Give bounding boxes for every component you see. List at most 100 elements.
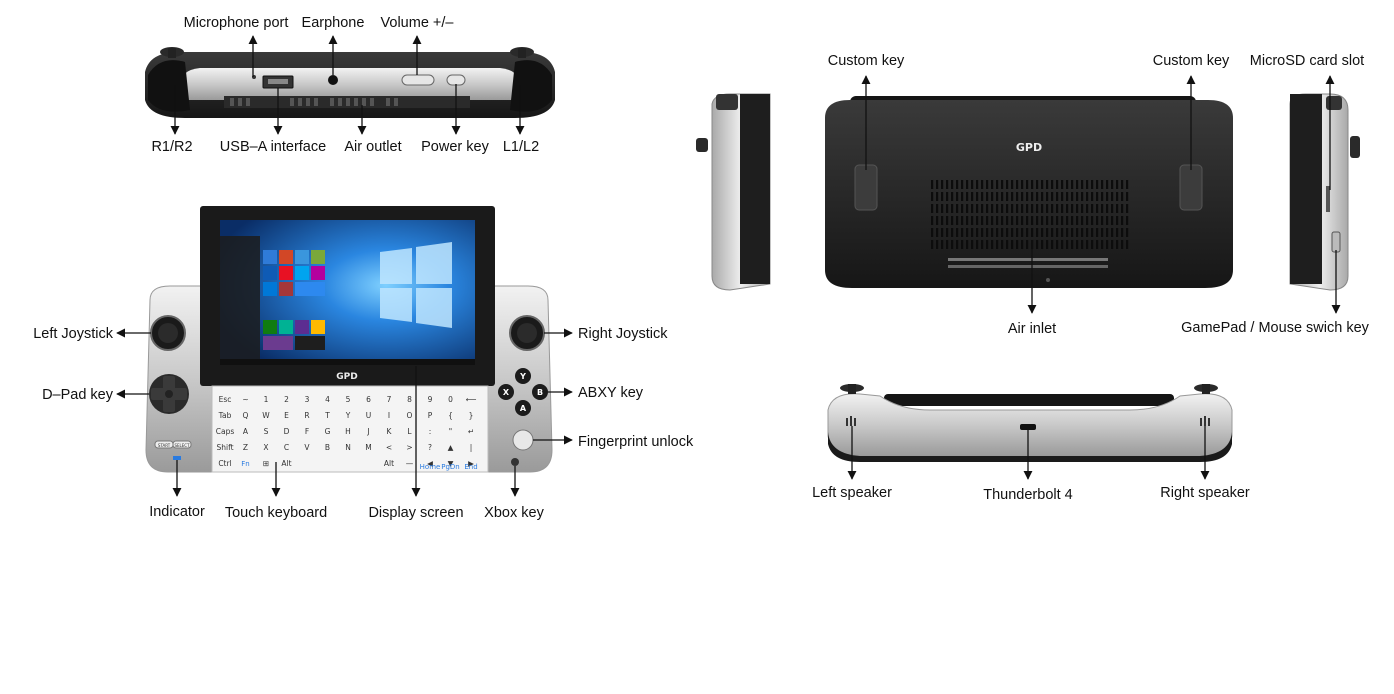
label-fingerprint: Fingerprint unlock bbox=[578, 434, 694, 450]
vent-slot bbox=[1011, 216, 1014, 225]
vent-slot bbox=[1036, 216, 1039, 225]
label-left-joystick: Left Joystick bbox=[33, 326, 114, 342]
vent-slot bbox=[1071, 204, 1074, 213]
vent-slot bbox=[1076, 192, 1079, 201]
vent-slot bbox=[1001, 228, 1004, 237]
label-display-screen: Display screen bbox=[368, 505, 463, 521]
vent-slot bbox=[981, 240, 984, 249]
vent-slot bbox=[1121, 216, 1124, 225]
vent-slot bbox=[946, 180, 949, 189]
keyboard-key: G bbox=[325, 427, 331, 436]
vent-slot bbox=[1036, 240, 1039, 249]
vent-slot bbox=[986, 180, 989, 189]
vent-slot bbox=[1016, 192, 1019, 201]
brand-logo-back: GPD bbox=[1016, 141, 1042, 154]
vent-slot bbox=[1026, 192, 1029, 201]
vent-slot bbox=[966, 192, 969, 201]
vent-slot bbox=[1031, 204, 1034, 213]
vent-slot bbox=[1061, 192, 1064, 201]
vent-slot bbox=[1056, 240, 1059, 249]
keyboard-key: Q bbox=[243, 411, 249, 420]
vent-slot bbox=[1066, 228, 1069, 237]
vent-slot bbox=[1011, 228, 1014, 237]
vent-slot bbox=[1101, 180, 1104, 189]
vent-slot bbox=[1056, 228, 1059, 237]
vent-slot bbox=[1011, 180, 1014, 189]
vent-slot bbox=[1071, 240, 1074, 249]
vent-slot bbox=[1101, 192, 1104, 201]
vent-slot bbox=[936, 240, 939, 249]
vent-slot bbox=[966, 180, 969, 189]
vent-slot bbox=[941, 192, 944, 201]
label-microsd: MicroSD card slot bbox=[1250, 53, 1364, 69]
vent-slot bbox=[1056, 192, 1059, 201]
vent-slot bbox=[1026, 180, 1029, 189]
vent-slot bbox=[976, 192, 979, 201]
vent-slot bbox=[981, 180, 984, 189]
vent-slot bbox=[946, 228, 949, 237]
vent-slot bbox=[1116, 240, 1119, 249]
vent-slot bbox=[1041, 216, 1044, 225]
keyboard-key: ▶ bbox=[468, 459, 474, 468]
vent-slot bbox=[951, 240, 954, 249]
dpad-icon bbox=[149, 374, 189, 414]
vent-slot bbox=[1106, 204, 1109, 213]
vent-slot bbox=[996, 180, 999, 189]
vent-slot bbox=[1031, 228, 1034, 237]
label-left-speaker: Left speaker bbox=[812, 485, 892, 501]
vent-slot bbox=[981, 216, 984, 225]
vent-slot bbox=[1061, 216, 1064, 225]
vent-slot bbox=[996, 216, 999, 225]
vent-slot bbox=[1061, 228, 1064, 237]
vent-slot bbox=[1096, 216, 1099, 225]
keyboard-key: 2 bbox=[284, 395, 289, 404]
vent-slot bbox=[1101, 228, 1104, 237]
vent-slot bbox=[1126, 216, 1129, 225]
start-button-label: START bbox=[158, 443, 171, 448]
keyboard-key: L bbox=[407, 427, 412, 436]
vent-slot bbox=[1041, 192, 1044, 201]
vent-slot bbox=[1016, 180, 1019, 189]
touch-keyboard bbox=[211, 385, 489, 473]
vent-slot bbox=[1046, 240, 1049, 249]
vent-slot bbox=[981, 204, 984, 213]
vent-slot bbox=[1056, 180, 1059, 189]
vent-slot bbox=[1071, 216, 1074, 225]
vent-slot bbox=[1001, 192, 1004, 201]
vent-slot bbox=[1021, 240, 1024, 249]
vent-slot bbox=[1001, 240, 1004, 249]
vent-slot bbox=[1021, 180, 1024, 189]
vent-slot bbox=[1046, 180, 1049, 189]
keyboard-key: 4 bbox=[325, 395, 330, 404]
vent-slot bbox=[1061, 180, 1064, 189]
vent-slot bbox=[1091, 204, 1094, 213]
vent-slot bbox=[991, 180, 994, 189]
keyboard-key: 8 bbox=[407, 395, 412, 404]
vent-slot bbox=[1116, 180, 1119, 189]
keyboard-key: < bbox=[386, 443, 392, 452]
keyboard-key: 0 bbox=[448, 395, 453, 404]
vent-slot bbox=[971, 192, 974, 201]
keyboard-key: Esc bbox=[219, 395, 232, 404]
label-earphone: Earphone bbox=[302, 15, 365, 31]
vent-slot bbox=[1041, 240, 1044, 249]
vent-slot bbox=[1056, 216, 1059, 225]
vent-slot bbox=[991, 192, 994, 201]
keyboard-key: 1 bbox=[264, 395, 269, 404]
keyboard-key: ◀ bbox=[427, 459, 433, 468]
vent-slot bbox=[986, 192, 989, 201]
vent-slot bbox=[971, 204, 974, 213]
vent-slot bbox=[1091, 240, 1094, 249]
callout-labels: Microphone port Earphone Volume +/– R1/R… bbox=[33, 15, 1369, 521]
vent-slot bbox=[1121, 192, 1124, 201]
label-abxy: ABXY key bbox=[578, 385, 644, 401]
vent-slot bbox=[941, 228, 944, 237]
button-x-label: X bbox=[503, 388, 510, 397]
thunderbolt-port-icon bbox=[1020, 424, 1036, 430]
vent-slot bbox=[946, 240, 949, 249]
vent-slot bbox=[1051, 204, 1054, 213]
vent-slot bbox=[1036, 204, 1039, 213]
vent-slot bbox=[1096, 228, 1099, 237]
vent-slot bbox=[951, 228, 954, 237]
